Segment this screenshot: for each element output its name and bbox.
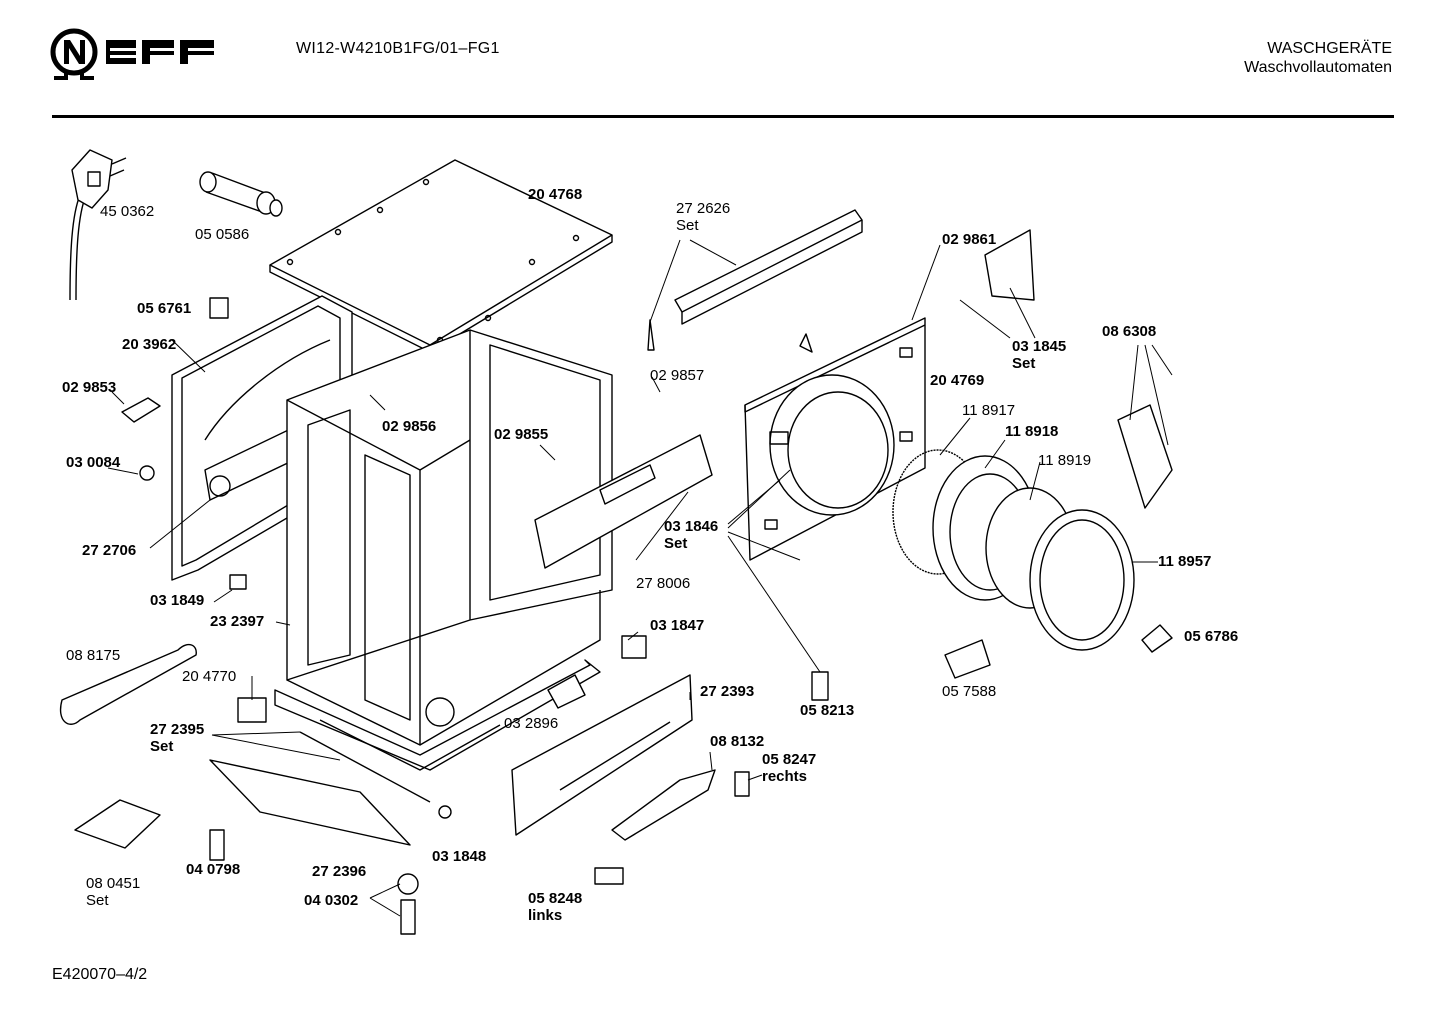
- grip-part: [811, 671, 829, 701]
- neff-logo: [50, 28, 214, 80]
- lock-part: [1117, 404, 1173, 509]
- control-strip-part: [647, 209, 863, 351]
- switch-part: [237, 697, 267, 723]
- lower-front-plate-part: [511, 674, 693, 836]
- guide-part: [611, 769, 716, 841]
- hose-connector-part: [199, 171, 283, 217]
- front-panel-part: [744, 317, 926, 561]
- clamp-part: [438, 805, 452, 819]
- bolt-part: [400, 899, 416, 935]
- category-title: WASCHGERÄTE: [1267, 40, 1392, 57]
- handle-part: [1141, 624, 1173, 653]
- spanner-part: [59, 643, 197, 725]
- clip-left-part: [594, 867, 624, 885]
- grommet-part: [139, 465, 155, 481]
- clip-right-part: [734, 771, 750, 797]
- foot-part: [209, 829, 225, 861]
- clip-part: [209, 297, 229, 319]
- rod-part: [299, 731, 431, 803]
- pump-part: [547, 674, 586, 709]
- bracket-part: [229, 574, 247, 590]
- power-plug-cord-part: [69, 149, 127, 301]
- header-rule: [52, 115, 1394, 118]
- control-panel-part: [534, 434, 713, 569]
- nut-part: [397, 873, 419, 895]
- model-number: WI12-W4210B1FG/01–FG1: [296, 40, 500, 57]
- strip-part: [209, 759, 411, 846]
- latch-part: [121, 397, 161, 423]
- catch-part: [944, 639, 991, 679]
- document-id: E420070–4/2: [52, 966, 148, 983]
- hinge-part: [984, 229, 1035, 301]
- door-ring-part: [1029, 509, 1135, 651]
- mounting-plate-part: [74, 799, 161, 849]
- base-frame-part: [274, 659, 601, 771]
- subcategory-title: Waschvollautomaten: [1244, 59, 1392, 76]
- pad-part: [621, 635, 647, 659]
- leader-lines: [107, 239, 1173, 917]
